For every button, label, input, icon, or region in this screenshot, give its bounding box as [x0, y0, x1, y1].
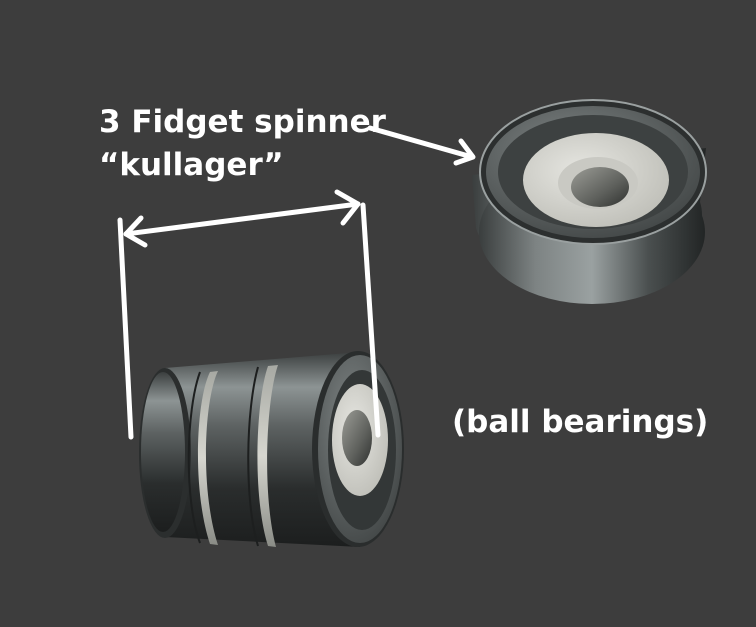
- stacked-bearings: [139, 351, 404, 547]
- annotation-title-line-2: “kullager”: [99, 147, 284, 183]
- annotation-title-line-1: 3 Fidget spinner: [99, 104, 386, 140]
- single-bearing: [472, 99, 707, 304]
- annotation-note: (ball bearings): [452, 404, 709, 440]
- annotation-arrows: [117, 125, 476, 440]
